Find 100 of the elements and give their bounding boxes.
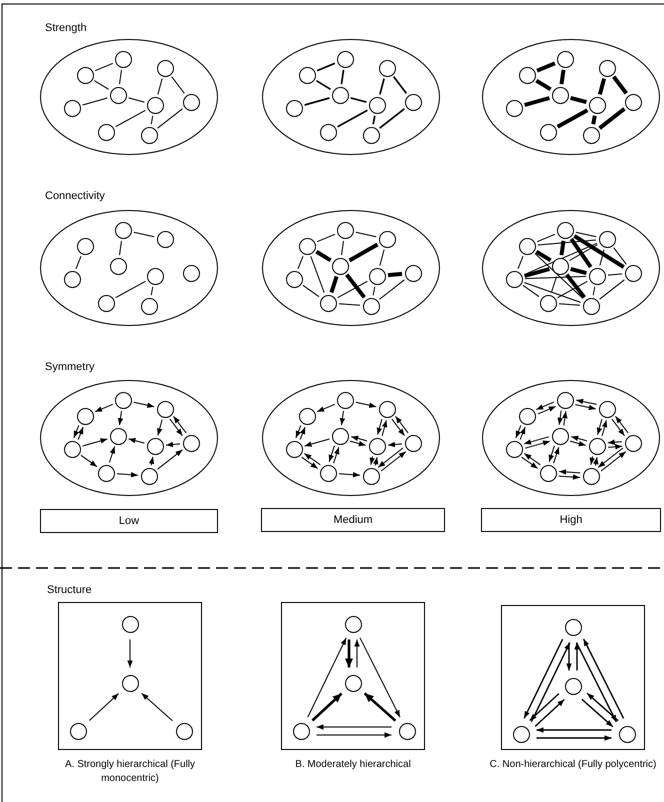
connector-line <box>133 232 155 238</box>
connector-line <box>599 279 625 300</box>
arrow <box>538 406 556 414</box>
connector-line <box>613 247 627 265</box>
node-circle <box>182 434 200 452</box>
level-box <box>261 508 445 532</box>
arrow <box>520 426 526 440</box>
node-circle <box>404 264 422 282</box>
section-heading: Symmetry <box>45 361 94 374</box>
arrow <box>316 732 392 738</box>
node-circle <box>156 60 174 76</box>
node-circle <box>506 440 522 458</box>
connector-line <box>598 107 626 130</box>
connector-line <box>608 273 622 276</box>
node-circle <box>336 50 354 68</box>
node-circle <box>344 674 362 692</box>
node-circle <box>404 434 422 452</box>
connector-line <box>304 97 330 106</box>
node-circle <box>146 96 164 114</box>
connector-line <box>536 234 556 242</box>
node-circle <box>286 270 302 288</box>
arrow <box>350 440 366 446</box>
arrow <box>307 637 347 718</box>
node-circle <box>378 400 396 418</box>
node-circle <box>588 268 606 284</box>
arrow <box>316 724 392 730</box>
arrow <box>380 451 406 472</box>
arrow <box>515 424 522 438</box>
arrow <box>574 642 580 670</box>
node-circle <box>98 294 114 312</box>
arrow <box>388 442 402 448</box>
level-label: Medium <box>333 514 373 526</box>
node-circle <box>362 126 380 144</box>
arrow <box>355 402 377 408</box>
structure-box <box>58 602 202 750</box>
arrow <box>169 418 183 436</box>
node-circle <box>110 428 126 444</box>
arrow <box>602 420 608 436</box>
node-circle <box>582 298 600 314</box>
node-circle <box>582 468 600 484</box>
arrow <box>173 416 187 434</box>
arrow <box>373 456 378 466</box>
node-circle <box>336 392 354 408</box>
connector-line <box>560 70 566 84</box>
node-circle <box>298 238 316 254</box>
arrow <box>301 456 318 469</box>
arrow <box>536 735 612 741</box>
arrow <box>562 410 568 426</box>
node-circle <box>64 440 80 458</box>
arrow <box>391 418 405 436</box>
connector-line <box>157 108 183 129</box>
caption-text: C. Non-hierarchical (Fully polycentric) <box>488 758 658 772</box>
connector-line <box>522 284 540 298</box>
connector-line <box>340 70 344 84</box>
arrow <box>88 693 120 721</box>
connector-line <box>150 286 154 296</box>
level-label: Low <box>118 515 140 527</box>
level-label: High <box>560 514 582 526</box>
node-circle <box>140 468 158 484</box>
arrow <box>304 453 321 466</box>
connector-line <box>558 303 580 306</box>
arrow <box>598 448 624 468</box>
node-circle <box>582 126 600 144</box>
connector-line <box>315 250 332 262</box>
node-circle <box>320 294 336 312</box>
level-box <box>40 509 218 533</box>
connector-line <box>337 110 368 128</box>
connector-line <box>171 76 185 94</box>
node-circle <box>76 66 94 84</box>
arrow <box>108 446 116 463</box>
connector-line <box>518 256 524 270</box>
node-circle <box>404 94 422 110</box>
node-circle <box>540 294 556 312</box>
node-circle <box>98 464 114 482</box>
node-circle <box>286 440 302 458</box>
caption-text: A. Strongly hierarchical (Fully monocentric) <box>64 758 196 786</box>
arrow <box>141 692 173 722</box>
node-circle <box>506 270 522 288</box>
arrow <box>333 446 340 464</box>
node-circle <box>110 258 126 274</box>
arrow <box>338 472 360 478</box>
arrow <box>312 692 342 722</box>
connector-line <box>524 276 586 280</box>
arrow <box>566 642 572 670</box>
node-circle <box>398 722 416 740</box>
arrow <box>524 453 541 466</box>
connector-line <box>524 282 582 303</box>
section-heading: Strength <box>45 22 87 35</box>
node-circle <box>98 124 114 140</box>
node-circle <box>368 438 386 454</box>
arrow <box>328 445 335 462</box>
arrow <box>536 402 554 410</box>
arrow <box>557 410 563 426</box>
node-circle <box>182 94 200 110</box>
connector-line <box>115 280 146 298</box>
arrow <box>553 446 560 464</box>
node-circle <box>292 722 310 740</box>
arrow <box>118 410 124 426</box>
connector-line <box>150 115 154 125</box>
node-circle <box>110 86 126 104</box>
